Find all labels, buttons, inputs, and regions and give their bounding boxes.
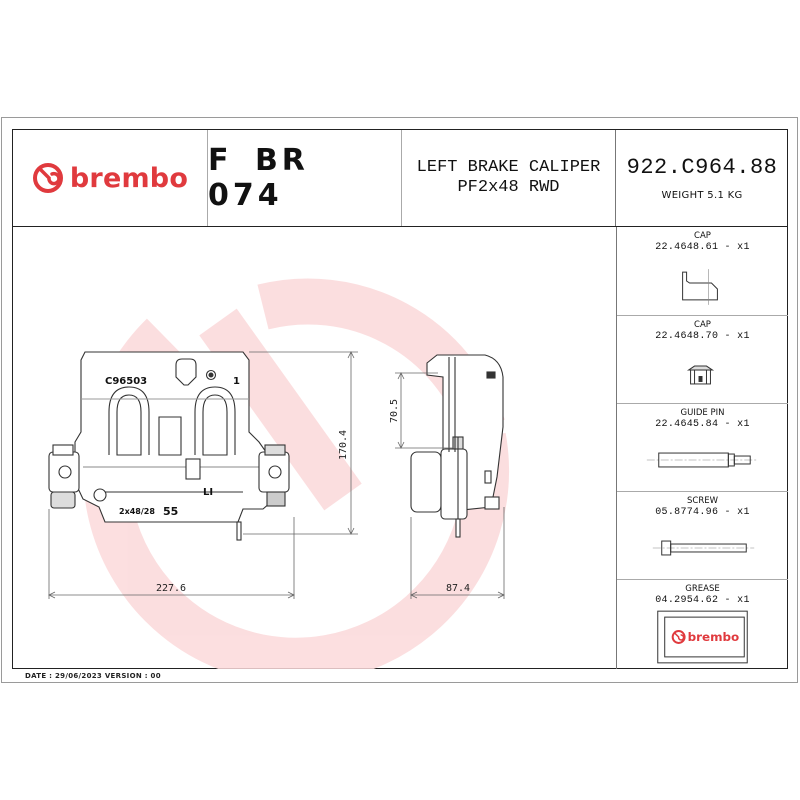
stamp-number: 1 (233, 376, 240, 387)
part-number-cell: 922.C964.88 WEIGHT 5.1 KG (616, 130, 788, 226)
cap-front-icon (686, 365, 715, 385)
title-block: brembo F BR 074 LEFT BRAKE CALIPER PF2x4… (13, 130, 787, 227)
screw-icon (652, 540, 755, 556)
outer-frame (1, 117, 798, 683)
caliper-front-view: C96503 1 2x48/28 55 LI 170.4 2 (48, 351, 358, 599)
cap-profile-icon (682, 269, 718, 305)
part-guide-pin: GUIDE PIN 22.4645.84 - x1 (617, 404, 788, 492)
brand-logo: brembo (32, 162, 188, 194)
part-cap-2: CAP 22.4648.70 - x1 (617, 316, 788, 404)
brand-cell: brembo (13, 130, 208, 226)
part-code: 22.4648.61 - x1 (655, 242, 750, 253)
stamp-piston: 2x48/28 (119, 507, 155, 516)
parts-list: CAP 22.4648.61 - x1 CAP 22.4648.70 - x1 … (616, 227, 788, 669)
part-name: GREASE (685, 584, 720, 594)
description-line-2: PF2x48 RWD (457, 178, 560, 197)
part-screw: SCREW 05.8774.96 - x1 (617, 492, 788, 580)
description-cell: LEFT BRAKE CALIPER PF2x48 RWD (402, 130, 616, 226)
part-grease: GREASE 04.2954.62 - x1 brembo (617, 580, 788, 669)
part-code: 22.4645.84 - x1 (655, 419, 750, 430)
grease-brand-label: brembo (688, 630, 740, 644)
grease-package-icon: brembo (657, 610, 748, 664)
footer-date-version: DATE : 29/06/2023 VERSION : 00 (25, 672, 161, 680)
weight: WEIGHT 5.1 KG (661, 190, 743, 201)
caliper-side-view: 70.5 87.4 (389, 354, 505, 599)
guide-pin-icon (646, 452, 759, 468)
technical-drawing: C96503 1 2x48/28 55 LI 170.4 2 (13, 227, 616, 669)
part-name: CAP (694, 320, 711, 330)
stamp-side: LI (203, 487, 213, 498)
product-code-cell: F BR 074 (208, 130, 402, 226)
part-name: SCREW (686, 496, 718, 506)
dim-width: 227.6 (156, 583, 186, 594)
part-name: GUIDE PIN (680, 408, 725, 418)
product-code: F BR 074 (208, 143, 309, 213)
dim-depth: 87.4 (446, 583, 470, 594)
stamp-size: 55 (163, 505, 178, 518)
description-line-1: LEFT BRAKE CALIPER (416, 158, 601, 177)
brembo-disc-icon (32, 163, 63, 193)
dim-offset: 70.5 (389, 399, 400, 423)
stamp-casting: C96503 (105, 376, 147, 387)
part-code: 04.2954.62 - x1 (655, 595, 750, 606)
part-number: 922.C964.88 (626, 155, 778, 180)
part-cap-1: CAP 22.4648.61 - x1 (617, 227, 788, 316)
brand-name: brembo (69, 162, 189, 194)
part-code: 05.8774.96 - x1 (655, 507, 750, 518)
part-name: CAP (694, 231, 711, 241)
drawing-sheet: brembo F BR 074 LEFT BRAKE CALIPER PF2x4… (12, 129, 788, 669)
part-code: 22.4648.70 - x1 (655, 331, 750, 342)
dim-height: 170.4 (338, 430, 349, 460)
